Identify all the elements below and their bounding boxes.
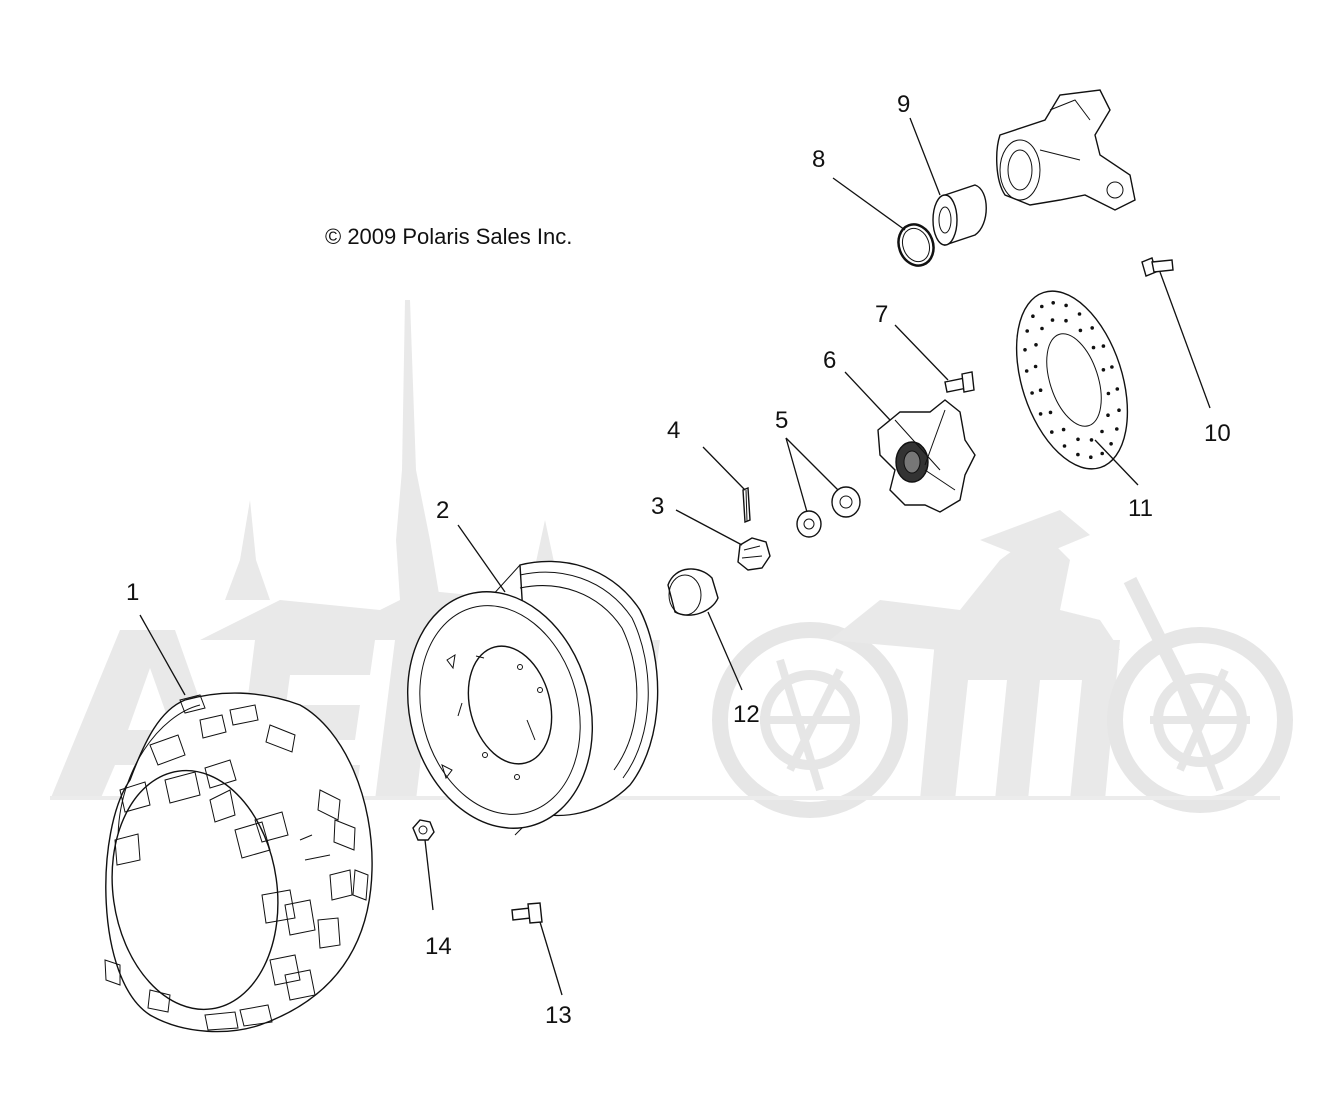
brake-disc-hole (1089, 455, 1093, 460)
callout-9: 9 (897, 91, 910, 118)
part-brake-bolt (1141, 257, 1174, 277)
part-wheel-rim (406, 560, 659, 836)
brake-disc-hole (1034, 343, 1038, 347)
brake-disc-hole (1062, 444, 1067, 448)
brake-disc-hole (1109, 442, 1113, 446)
brake-disc-hole (1110, 365, 1114, 369)
leader-13 (539, 921, 563, 996)
part-wheel-stud (944, 371, 975, 393)
brake-disc-hole (1106, 413, 1110, 418)
leader-6 (844, 371, 891, 421)
brake-disc-hole (1050, 430, 1054, 434)
leader-1 (139, 614, 186, 696)
leader-8 (832, 177, 906, 231)
brake-disc-hole (1023, 348, 1027, 352)
brake-disc-hole (1115, 427, 1119, 431)
brake-disc-hole (1077, 312, 1082, 316)
brake-disc-hole (1101, 368, 1106, 372)
part-brake-disc (1015, 290, 1129, 470)
callout-11: 11 (1128, 495, 1153, 522)
part-steering-knuckle (996, 89, 1136, 211)
callout-labels: 1 2 3 4 5 6 7 8 9 10 11 12 13 14 (126, 91, 1231, 1029)
brake-disc-hole (1076, 437, 1080, 442)
callout-6: 6 (823, 347, 836, 374)
leader-3 (675, 509, 743, 546)
leader-5b (785, 437, 839, 491)
leader-lines (139, 117, 1211, 996)
brake-disc-hole (1101, 344, 1106, 348)
brake-disc-hole (1089, 438, 1094, 442)
brake-disc-hole (1031, 314, 1035, 319)
brake-disc-hole (1064, 303, 1068, 308)
brake-disc-hole (1100, 451, 1104, 456)
leader-11 (1094, 439, 1139, 486)
brake-disc-hole (1078, 328, 1083, 333)
part-castle-nut (737, 537, 771, 571)
leader-4 (702, 446, 746, 491)
callout-14: 14 (425, 933, 452, 960)
copyright-text: © 2009 Polaris Sales Inc. (325, 224, 572, 249)
brake-disc-hole (1064, 318, 1068, 323)
brake-disc-hole (1061, 427, 1066, 432)
callout-10: 10 (1204, 420, 1231, 447)
brake-disc-hole (1115, 387, 1120, 391)
callout-5: 5 (775, 407, 788, 434)
brake-disc-hole (1117, 408, 1121, 413)
brake-disc-hole (1024, 369, 1029, 373)
callout-12: 12 (733, 701, 760, 728)
leader-14 (424, 839, 434, 911)
brake-disc-hole (1025, 329, 1029, 333)
part-valve-stem (511, 902, 543, 924)
brake-disc-hole (1050, 318, 1055, 322)
callout-1: 1 (126, 579, 139, 606)
callout-13: 13 (545, 1002, 572, 1029)
brake-disc-hole (1038, 388, 1043, 393)
brake-disc-hole (1040, 326, 1044, 331)
brake-disc-hole (1038, 412, 1043, 416)
brake-disc-hole (1030, 391, 1034, 395)
part-snap-ring (897, 223, 935, 267)
brake-disc-hole (1106, 391, 1111, 396)
callout-4: 4 (667, 417, 680, 444)
brake-disc-hole (1051, 301, 1055, 305)
callout-8: 8 (812, 146, 825, 173)
brake-disc-hole (1076, 452, 1080, 457)
callout-2: 2 (436, 497, 449, 524)
part-hub (877, 399, 976, 513)
leader-2 (457, 524, 506, 593)
leader-7 (894, 324, 949, 381)
part-cotter-pin (742, 486, 751, 524)
part-lug-nut (412, 819, 435, 841)
part-washers (796, 486, 861, 538)
brake-disc-hole (1033, 364, 1038, 369)
part-bearing (932, 184, 987, 246)
leader-5a (785, 437, 808, 513)
leader-10 (1159, 271, 1211, 409)
part-tire (104, 692, 373, 1033)
brake-disc-hole (1048, 410, 1053, 415)
brake-disc-hole (1040, 304, 1044, 309)
leader-9 (909, 117, 941, 196)
callout-7: 7 (875, 301, 888, 328)
part-dust-cap (667, 568, 719, 616)
leader-12 (707, 611, 743, 691)
brake-disc-holes (1023, 301, 1121, 460)
callout-3: 3 (651, 493, 664, 520)
brake-disc-hole (1091, 345, 1096, 350)
brake-disc-hole (1100, 429, 1104, 434)
brake-disc-hole (1090, 326, 1094, 330)
